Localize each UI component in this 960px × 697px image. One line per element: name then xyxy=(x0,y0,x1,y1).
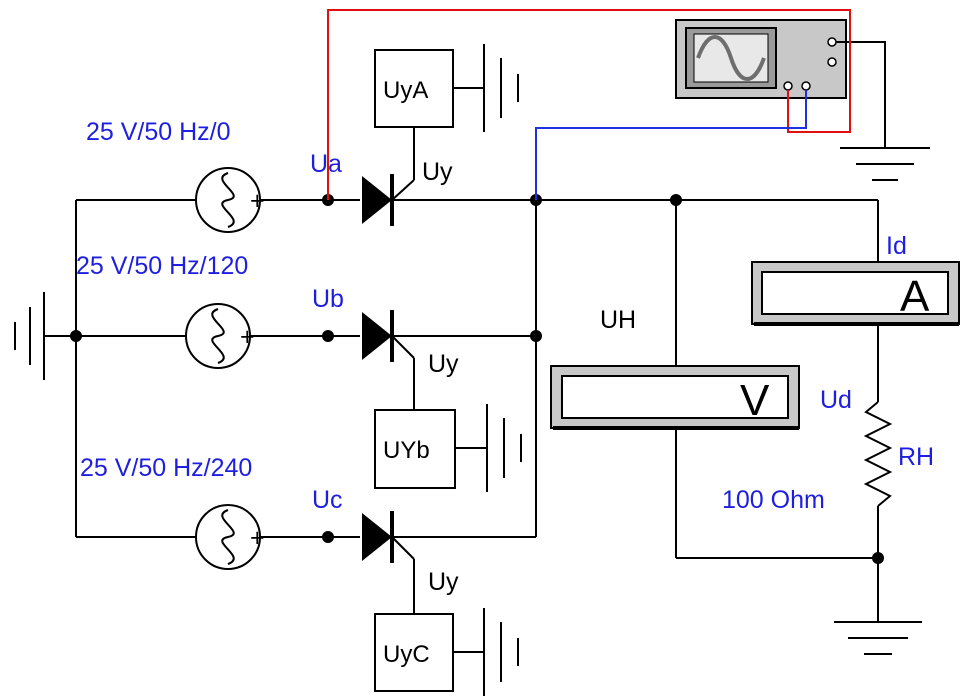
left-bus-wire xyxy=(70,199,196,538)
ac-source-a: + xyxy=(195,167,360,233)
svg-text:+: + xyxy=(250,187,265,215)
gate-b-label: Uy xyxy=(428,350,459,378)
load-value-label: 100 Ohm xyxy=(722,486,825,514)
load-resistor xyxy=(863,401,893,564)
node-ub-dot xyxy=(322,330,334,342)
ammeter-unit: A xyxy=(900,272,930,321)
scope-ground-symbol xyxy=(836,41,930,181)
voltmeter-unit: V xyxy=(740,376,770,425)
gate-a-label: Uy xyxy=(422,158,453,186)
voltmeter-name: UH xyxy=(600,306,636,334)
gate-box-b-label: UYb xyxy=(383,437,430,464)
gate-box-c xyxy=(374,608,519,696)
source-c-label: 25 V/50 Hz/240 xyxy=(80,454,252,482)
left-ground-symbol xyxy=(14,292,76,380)
svg-text:+: + xyxy=(240,323,255,351)
ammeter[interactable] xyxy=(751,200,960,402)
voltmeter[interactable] xyxy=(550,200,878,559)
ammeter-name: Id xyxy=(886,232,907,260)
load-name-label: RH xyxy=(898,443,934,471)
node-uc-dot xyxy=(322,531,334,543)
oscilloscope[interactable] xyxy=(675,19,847,99)
thyristor-c xyxy=(362,511,536,614)
scope-probe-blue-wire xyxy=(535,90,807,200)
gate-box-b xyxy=(374,404,522,492)
ac-source-b: + xyxy=(185,303,360,369)
ac-source-c: + xyxy=(195,504,360,570)
sine-wave-icon xyxy=(696,35,766,81)
node-ua-label: Ua xyxy=(310,150,342,178)
svg-text:+: + xyxy=(250,524,265,552)
node-ub-label: Ub xyxy=(312,285,344,313)
node-uc-label: Uc xyxy=(312,486,343,514)
gate-box-a-label: UyA xyxy=(383,77,428,104)
thyristor-a xyxy=(362,127,536,226)
gate-box-a xyxy=(374,44,519,132)
source-b-label: 25 V/50 Hz/120 xyxy=(76,252,248,280)
source-a-label: 25 V/50 Hz/0 xyxy=(86,118,231,146)
scope-probe-red-wire xyxy=(327,9,851,200)
right-ground-symbol xyxy=(834,558,922,655)
thyristor-b xyxy=(362,310,536,410)
gate-c-label: Uy xyxy=(428,568,459,596)
gate-box-c-label: UyC xyxy=(383,641,430,668)
load-voltage-label: Ud xyxy=(820,386,852,414)
